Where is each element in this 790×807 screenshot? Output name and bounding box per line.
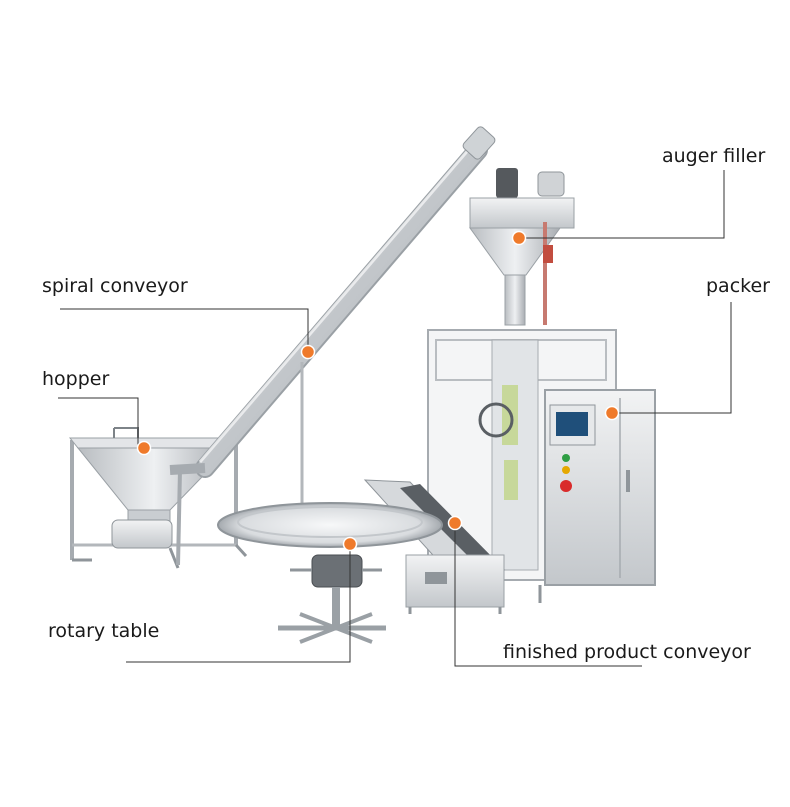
packer-graphic [427,329,656,603]
label-auger-filler: auger filler [662,145,766,167]
marker-hopper [136,440,152,456]
marker-finished-product [447,515,463,531]
leader-hopper [58,397,139,448]
leader-rotary-table [126,544,351,663]
spiral-conveyor-graphic [169,126,496,566]
label-finished-product-conveyor: finished product conveyor [503,641,751,663]
marker-rotary-table [342,536,358,552]
marker-auger-filler [511,230,527,246]
label-spiral-conveyor: spiral conveyor [42,275,188,297]
label-rotary-table: rotary table [48,620,160,642]
marker-spiral-conveyor [300,344,316,360]
auger-filler-graphic [469,168,575,326]
marker-packer [604,405,620,421]
label-hopper: hopper [42,368,110,390]
leader-packer [612,302,732,414]
leader-finished-product [454,523,642,667]
label-packer: packer [706,275,770,297]
leader-spiral-conveyor [60,308,309,352]
markers [136,230,620,552]
leader-lines [58,170,732,667]
leader-auger-filler [519,170,725,239]
